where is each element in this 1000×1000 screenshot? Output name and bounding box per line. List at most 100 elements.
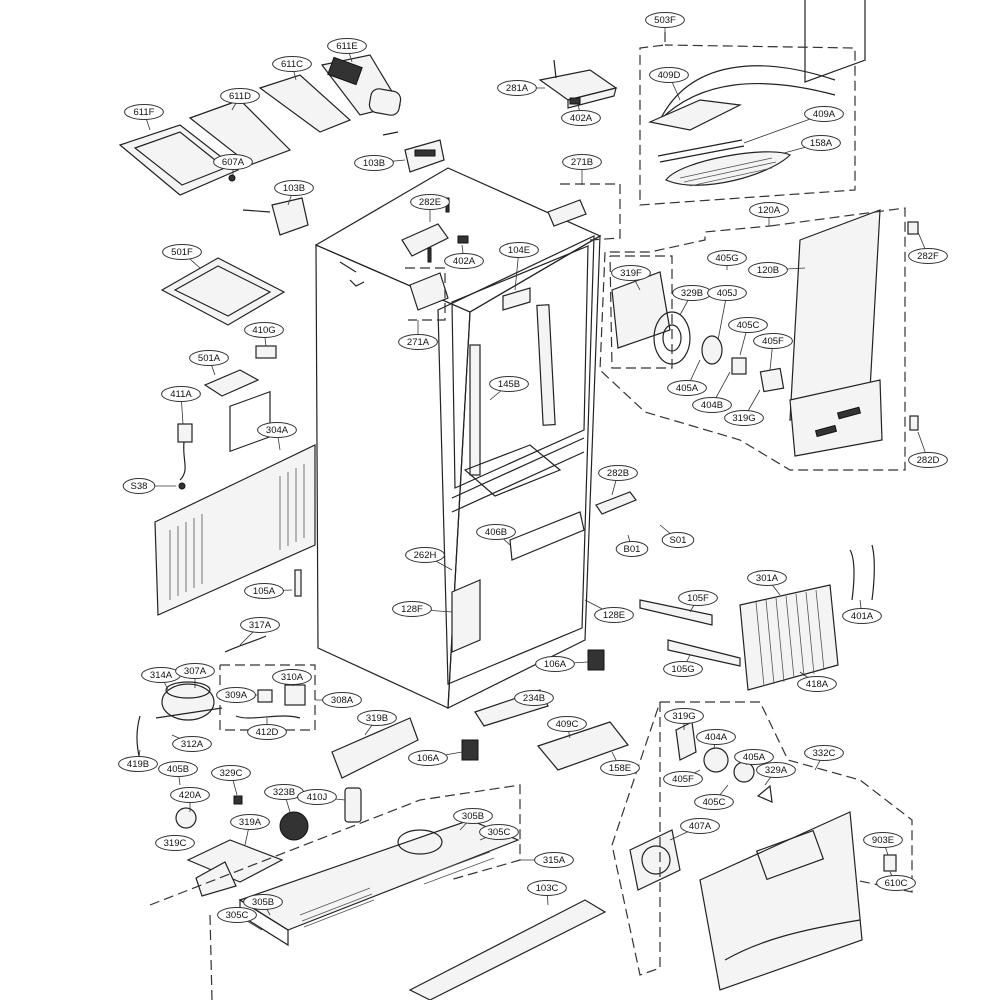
callout-bubble	[189, 350, 229, 366]
callout-label: 611C	[281, 59, 303, 70]
callout-bubble	[908, 248, 948, 264]
callout-145b: 145B	[489, 376, 529, 392]
callout-label: 271A	[407, 337, 430, 348]
callout-label: 405A	[676, 383, 699, 394]
callout-bubble	[175, 663, 215, 679]
callout-611c: 611C	[272, 56, 312, 72]
callout-bubble	[534, 852, 574, 868]
callout-262h: 262H	[405, 547, 445, 563]
callout-label: 282B	[607, 468, 629, 479]
callout-bubble	[680, 818, 720, 834]
callout-label: 105F	[687, 593, 709, 604]
callout-319b: 319B	[357, 710, 397, 726]
callout-234b: 234B	[514, 690, 554, 706]
callout-405b: 405B	[158, 761, 198, 777]
callout-105a: 105A	[244, 583, 284, 599]
callout-611e: 611E	[327, 38, 367, 54]
callout-314a: 314A	[141, 667, 181, 683]
callout-bubble	[707, 250, 747, 266]
callout-bubble	[692, 397, 732, 413]
callout-bubble	[240, 617, 280, 633]
callout-label: 418A	[806, 679, 829, 690]
callout-bubble	[797, 676, 837, 692]
callout-bubble	[728, 317, 768, 333]
callout-bubble	[561, 110, 601, 126]
callout-304a: 304A	[257, 422, 297, 438]
callout-label: 319F	[620, 268, 642, 279]
ice-maker-parts	[118, 54, 445, 236]
callout-label: 103C	[536, 883, 559, 894]
callout-bubble	[649, 67, 689, 83]
callout-bubble	[118, 756, 158, 772]
callout-bubble	[562, 154, 602, 170]
callout-bubble	[213, 154, 253, 170]
callout-bubble	[611, 265, 651, 281]
callout-bubble	[257, 422, 297, 438]
callout-410j: 410J	[297, 789, 337, 805]
callout-bubble	[747, 570, 787, 586]
callout-503f: 503F	[645, 12, 685, 28]
callout-label: 319A	[239, 817, 262, 828]
fan-motor-group	[611, 271, 785, 393]
callout-158e: 158E	[600, 760, 640, 776]
callout-label: 501A	[198, 353, 221, 364]
callout-bubble	[170, 787, 210, 803]
callout-label: 106A	[417, 753, 440, 764]
callout-309a: 309A	[216, 687, 256, 703]
callout-405a_2: 405A	[734, 749, 774, 765]
callout-label: 329B	[681, 288, 703, 299]
callout-bubble	[444, 253, 484, 269]
callout-301a: 301A	[747, 570, 787, 586]
callout-s38: S38	[122, 478, 156, 494]
callout-bubble	[667, 380, 707, 396]
callout-label: 611E	[336, 41, 357, 52]
callout-420a: 420A	[170, 787, 210, 803]
callout-409c: 409C	[547, 716, 587, 732]
callout-label: 412D	[256, 727, 279, 738]
callout-332c: 332C	[804, 745, 844, 761]
callout-label: 301A	[756, 573, 779, 584]
control-boards	[160, 257, 286, 481]
callout-bubble	[594, 607, 634, 623]
callout-bubble	[694, 794, 734, 810]
callout-bubble	[734, 749, 774, 765]
callout-label: 323B	[273, 787, 295, 798]
callout-405g: 405G	[707, 250, 747, 266]
callout-103b_1: 103B	[354, 155, 394, 171]
callout-128e: 128E	[594, 607, 634, 623]
group-boundaries	[149, 32, 913, 1000]
callout-label: 405F	[762, 336, 784, 347]
callout-307a: 307A	[175, 663, 215, 679]
callout-label: 402A	[453, 256, 476, 267]
callout-bubble	[220, 88, 260, 104]
callout-bubble	[354, 155, 394, 171]
callout-419b: 419B	[118, 756, 158, 772]
callout-281a: 281A	[497, 80, 537, 96]
callout-label: 407A	[689, 821, 712, 832]
callout-bubble	[749, 202, 789, 218]
callout-409a: 409A	[804, 106, 844, 122]
callout-bubble	[645, 12, 685, 28]
callout-label: 312A	[181, 739, 204, 750]
callout-label: 309A	[225, 690, 248, 701]
callout-bubble	[408, 750, 448, 766]
callout-bubble	[600, 760, 640, 776]
refrigerator-fan-group	[629, 721, 897, 991]
callout-bubble	[663, 771, 703, 787]
callout-label: 319G	[732, 413, 755, 424]
callout-label: 305C	[226, 910, 249, 921]
callout-501a: 501A	[189, 350, 229, 366]
callout-409d: 409D	[649, 67, 689, 83]
dispenser-cover-parts	[648, 65, 836, 187]
callout-label: S38	[131, 481, 148, 492]
callout-407a: 407A	[680, 818, 720, 834]
callout-bubble	[863, 832, 903, 848]
callout-405a_1: 405A	[667, 380, 707, 396]
callout-bubble	[753, 333, 793, 349]
callout-label: 405G	[715, 253, 738, 264]
callout-label: 411A	[170, 389, 192, 400]
bracket-281A	[538, 59, 618, 109]
callout-label: 262H	[414, 550, 437, 561]
freezer-door-cover	[789, 0, 919, 457]
callout-105g: 105G	[663, 661, 703, 677]
